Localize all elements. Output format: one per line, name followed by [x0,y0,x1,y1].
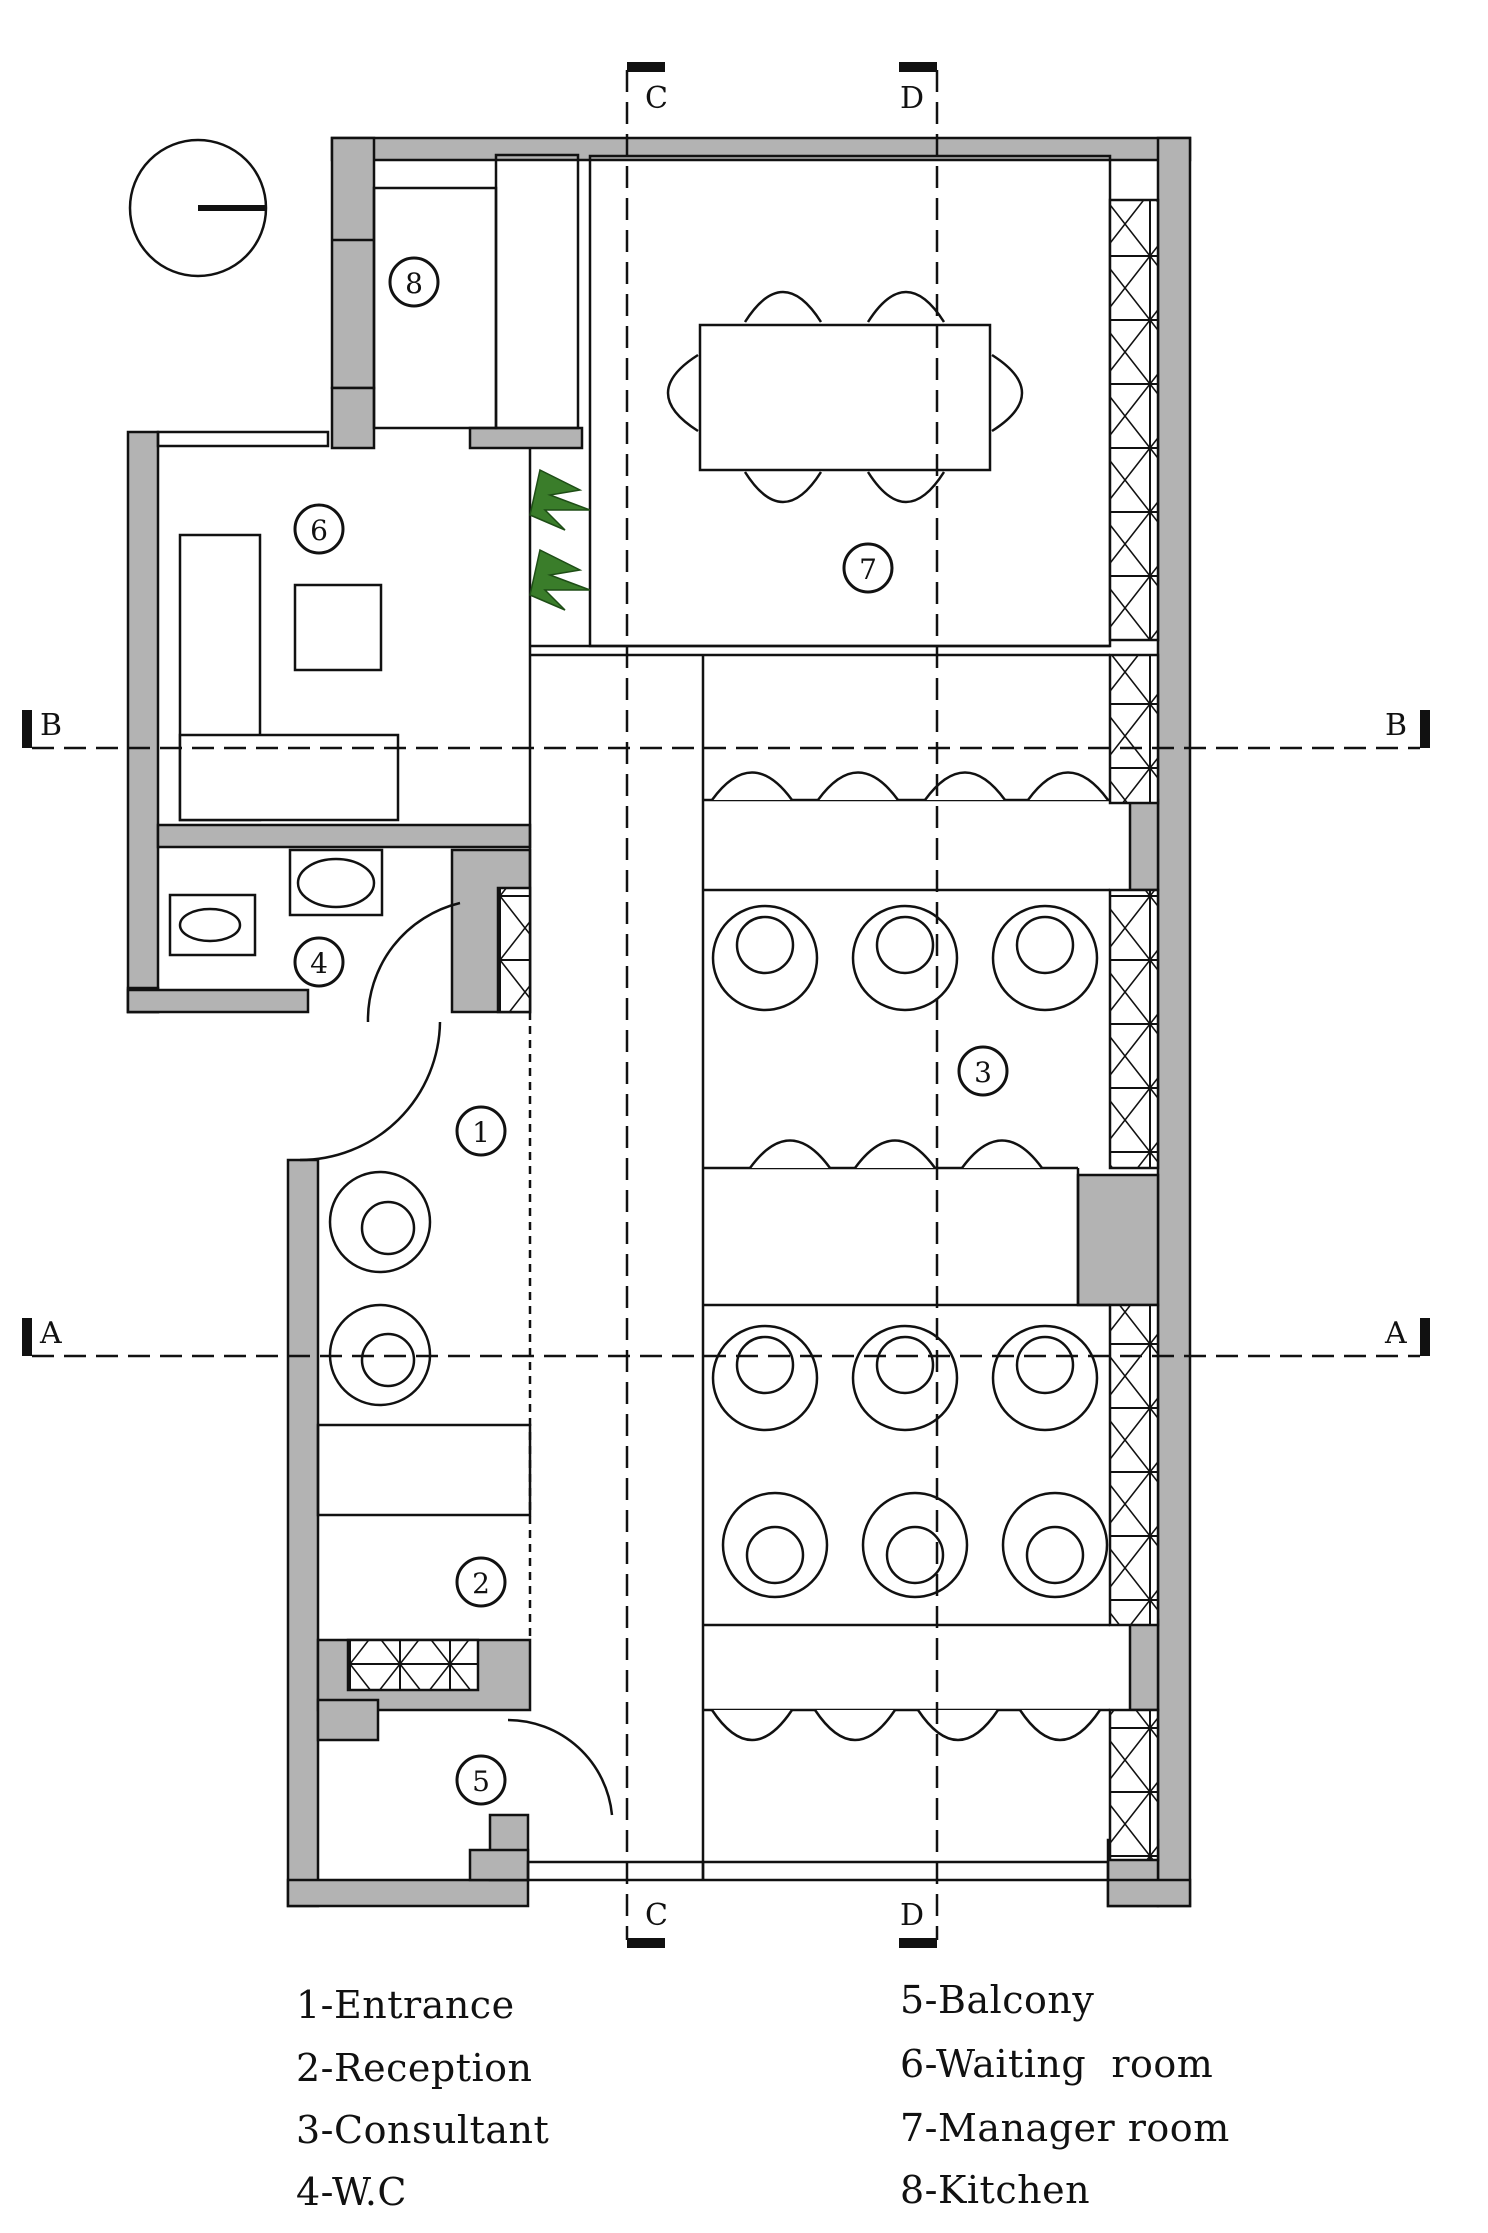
plant-icon [529,468,591,611]
section-label-b-left: B [40,708,62,743]
section-markers [22,62,1430,1948]
room-tag-2: 2 [472,1567,490,1600]
section-label-d-top: D [900,81,924,116]
room-tag-5: 5 [472,1765,490,1798]
section-label-c-bottom: C [645,1898,668,1933]
cabinets [346,198,1160,1862]
consultant-chairs [710,771,1110,1742]
room-tag-4: 4 [310,947,328,980]
balcony-door-swing [507,1718,614,1816]
round-chairs [328,904,1109,1599]
section-label-a-right: A [1384,1316,1407,1351]
section-label-a-left: A [39,1316,62,1351]
room-tags: 1 2 3 4 5 6 7 8 [293,256,1009,1806]
north-arrow-icon [128,138,268,278]
wc-fixtures [168,848,461,1162]
section-label-d-bottom: D [900,1898,924,1933]
room-tag-6: 6 [310,514,328,547]
section-label-b-right: B [1385,708,1407,743]
waiting-sofa [178,533,400,822]
room-tag-1: 1 [472,1116,490,1149]
room-tag-7: 7 [859,553,877,586]
walls [126,136,1192,1908]
section-label-c-top: C [645,81,668,116]
room-tag-8: 8 [405,267,423,300]
conference-table [666,290,1024,504]
room-tag-3: 3 [974,1056,992,1089]
section-lines [32,70,1420,1940]
